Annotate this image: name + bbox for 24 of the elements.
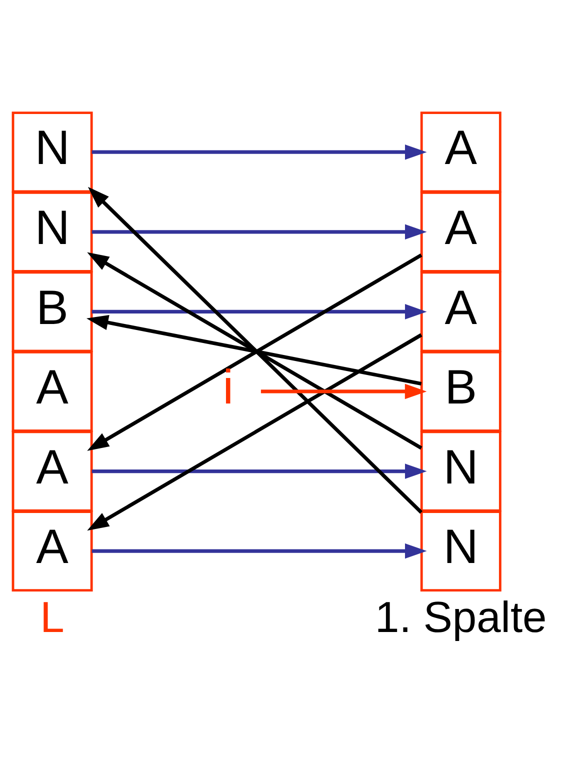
node-box: A: [12, 430, 93, 512]
arrow: [92, 144, 427, 160]
node-box: N: [12, 112, 93, 193]
arrow: [260, 384, 427, 400]
label: 1. Spalte: [375, 594, 547, 642]
node-box: N: [420, 430, 502, 512]
node-box: A: [420, 271, 502, 352]
arrow: [88, 186, 423, 514]
node-box: B: [12, 271, 93, 352]
arrow: [92, 543, 427, 559]
arrow: [86, 315, 422, 386]
node-box: A: [420, 112, 502, 193]
arrow: [92, 304, 427, 320]
arrow: [92, 224, 427, 240]
label: L: [40, 594, 64, 642]
node-box: B: [420, 350, 502, 432]
node-box: N: [420, 510, 502, 592]
node-text: i: [222, 360, 234, 415]
arrow: [92, 464, 427, 479]
node-box: N: [12, 191, 93, 272]
node-box: A: [12, 510, 93, 592]
node-box: A: [12, 350, 93, 432]
node-box: A: [420, 191, 502, 272]
arrow: [87, 333, 422, 531]
